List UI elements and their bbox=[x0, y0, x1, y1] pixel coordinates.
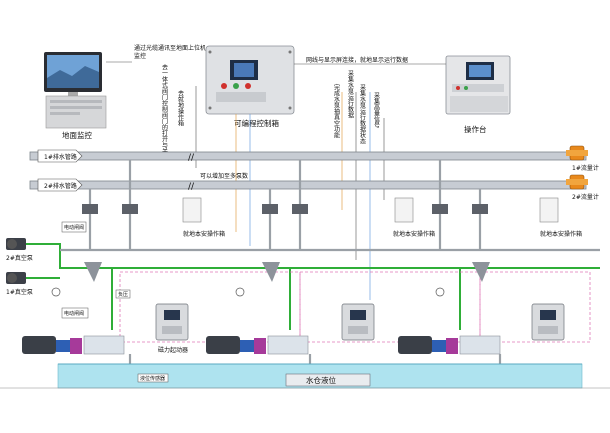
vacuum-pump-2-label: 2#真空泵 bbox=[6, 254, 33, 262]
network-note: 网线与显示屏连接，就地显示运行数据 bbox=[306, 56, 408, 64]
fiber-note-line1: 通过光缆通讯至地面上位机 bbox=[134, 44, 206, 52]
vacuum-pump-1-label: 1#真空泵 bbox=[6, 288, 33, 296]
vert-collect2-note: 采集高量信号 bbox=[373, 91, 380, 129]
operation-console bbox=[445, 55, 511, 115]
pipe-break-1: // bbox=[188, 153, 195, 163]
pump-unit-2 bbox=[206, 335, 309, 355]
control-wires bbox=[195, 86, 385, 300]
local-box-2 bbox=[394, 197, 414, 223]
local-box-3 bbox=[539, 197, 559, 223]
plc-box-label: 可编程控制箱 bbox=[234, 118, 279, 128]
sensor-label: 负压 bbox=[118, 291, 128, 298]
vert-pump-signal-note: 采集水泵运行数据 bbox=[347, 69, 354, 119]
plc-control-box bbox=[205, 45, 295, 115]
electric-valve2-tag bbox=[61, 307, 89, 319]
water-level-tag: 水仓液位 bbox=[285, 373, 371, 387]
electric-valve2-label: 电动闸阀 bbox=[64, 310, 84, 317]
vacuum-lines bbox=[26, 243, 600, 330]
local-box-label-3: 就地本安操作箱 bbox=[540, 230, 582, 238]
pump-unit-1 bbox=[22, 335, 125, 355]
gate-valves-upper bbox=[82, 204, 488, 214]
starter-3 bbox=[531, 303, 565, 341]
main-pipe-2 bbox=[29, 180, 587, 190]
main-pipe-2-tag: 2#排水管路 bbox=[37, 178, 83, 192]
sensor-tag bbox=[115, 289, 131, 299]
local-box-label-2: 就地本安操作箱 bbox=[393, 230, 435, 238]
electric-valve-tag bbox=[61, 221, 87, 233]
pump-unit-3 bbox=[398, 335, 501, 355]
flowmeter-2-label: 2#流量计 bbox=[572, 193, 599, 201]
flowmeter-1-label: 1#流量计 bbox=[572, 164, 599, 172]
pressure-gauges bbox=[51, 287, 445, 297]
local-box-1 bbox=[182, 197, 202, 223]
expand-note: 可以增加至多泵数 bbox=[200, 172, 248, 180]
vert-vacuum-note: 完成水泵抽真空功能 bbox=[333, 83, 340, 139]
level-sensor-tag bbox=[137, 373, 169, 383]
vert-integrated-valve-note: 去一体式阀门控制阀门的打开与关闭 bbox=[161, 63, 168, 161]
local-box-label-1: 就地本安操作箱 bbox=[183, 230, 225, 238]
pipe-break-2: // bbox=[188, 182, 195, 192]
fiber-note-line2: 监控 bbox=[134, 52, 146, 60]
console-label: 操作台 bbox=[464, 124, 487, 134]
svg-text:2#排水管路: 2#排水管路 bbox=[44, 182, 77, 190]
flowmeter-2 bbox=[566, 174, 588, 190]
starter-label: 磁力起动器 bbox=[158, 346, 188, 354]
strainers bbox=[84, 262, 490, 282]
ground-monitor-label: 地面监控 bbox=[62, 130, 92, 140]
svg-text:水仓液位: 水仓液位 bbox=[306, 375, 336, 385]
level-sensor-label: 液位传感器 bbox=[140, 375, 165, 382]
starter-1 bbox=[155, 303, 189, 341]
vert-collect-note: 采集水泵运行数据状态 bbox=[359, 83, 366, 144]
vacuum-pump-1 bbox=[6, 272, 26, 284]
main-pipe-1-tag: 1#排水管路 bbox=[37, 149, 83, 163]
vert-local-box-note: 去就地操作箱 bbox=[177, 89, 184, 127]
electric-valve-label: 电动闸阀 bbox=[64, 224, 84, 231]
vacuum-pump-2 bbox=[6, 238, 26, 250]
main-pipe-1 bbox=[29, 151, 587, 161]
svg-text:1#排水管路: 1#排水管路 bbox=[44, 153, 77, 161]
flowmeter-1 bbox=[566, 145, 588, 161]
ground-monitor-computer bbox=[44, 52, 107, 129]
starter-2 bbox=[341, 303, 375, 341]
